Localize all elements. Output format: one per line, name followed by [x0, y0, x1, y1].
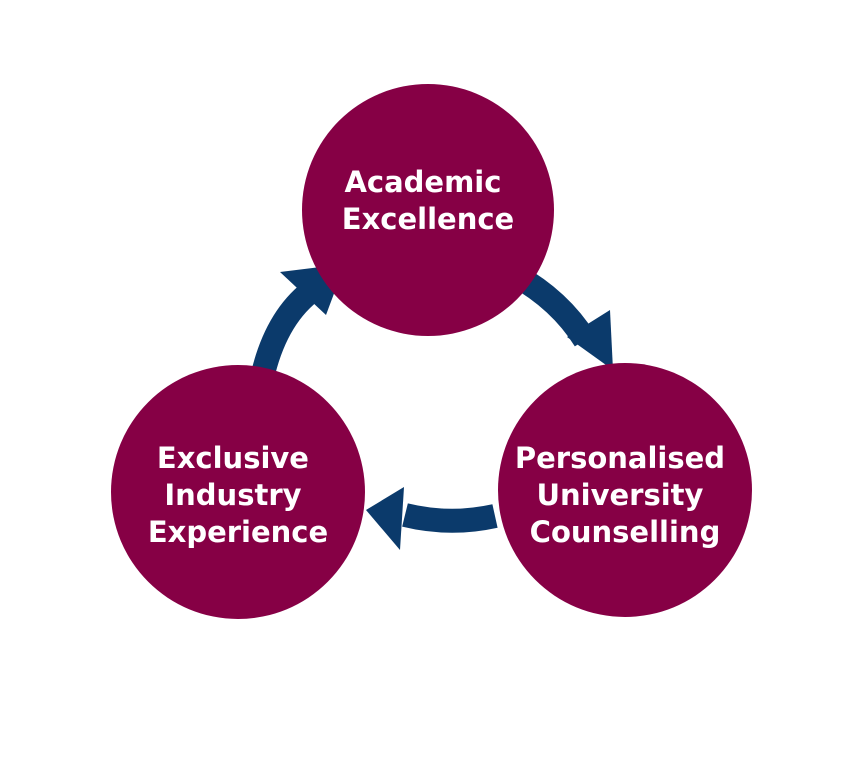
node-academic: Academic Excellence: [302, 84, 554, 336]
node-label: Academic Excellence: [342, 165, 514, 236]
node-circle: [111, 365, 365, 619]
node-industry: Exclusive Industry Experience: [111, 365, 365, 619]
arrow-shaft: [250, 282, 318, 381]
node-circle: [302, 84, 554, 336]
arrow-academic-to-counselling: [509, 264, 613, 370]
arrow-head: [366, 487, 404, 550]
node-counselling: Personalised University Counselling: [498, 363, 752, 617]
arrow-head: [567, 310, 613, 370]
node-label: Exclusive Industry Experience: [148, 441, 328, 549]
node-circle: [498, 363, 752, 617]
arrow-shaft: [402, 503, 498, 533]
node-label: Personalised University Counselling: [515, 441, 735, 549]
arrow-counselling-to-industry: [366, 487, 498, 550]
